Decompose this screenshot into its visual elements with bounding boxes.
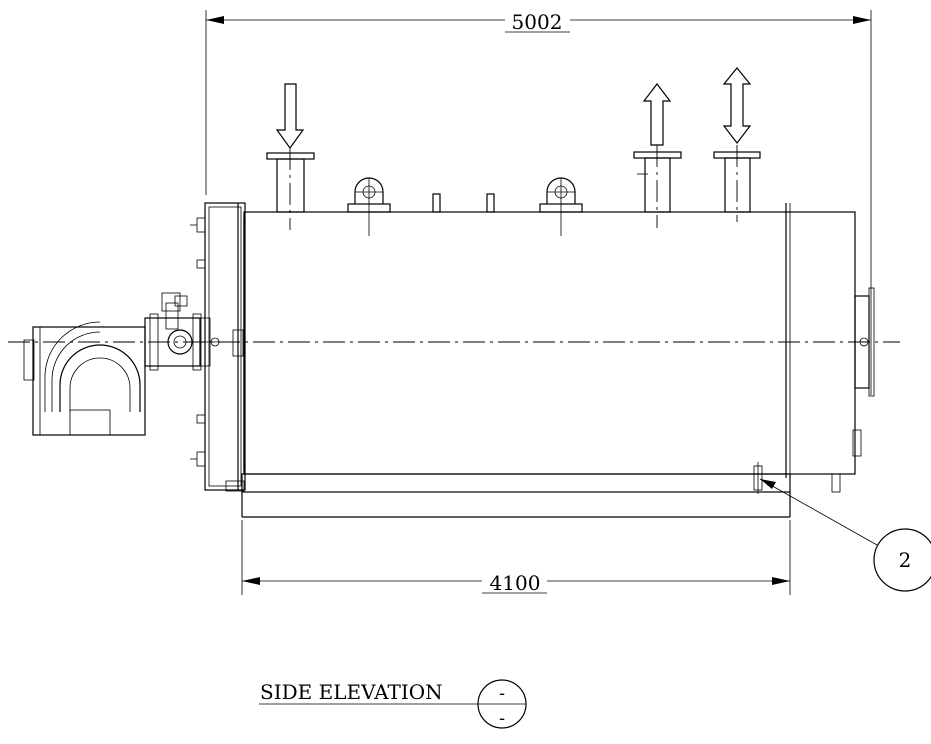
lifting-lug-1 — [347, 177, 391, 236]
base-dimension: 4100 — [241, 520, 791, 595]
socket-2 — [486, 193, 495, 213]
lifting-lug-2 — [539, 177, 583, 236]
section-symbol-top: - — [499, 683, 505, 704]
view-title: SIDE ELEVATION - - — [259, 679, 527, 729]
arrow-down-icon — [275, 83, 305, 150]
dimension-arrowhead-left — [242, 577, 260, 585]
burner — [23, 292, 234, 436]
boiler-shell — [243, 203, 856, 478]
base-frame — [225, 462, 791, 518]
section-symbol-bottom: - — [499, 708, 505, 729]
view-label-text: SIDE ELEVATION — [260, 680, 443, 704]
socket-1 — [432, 193, 441, 213]
top-nozzles — [266, 67, 761, 236]
dimension-arrowhead-right — [853, 16, 871, 24]
callout-2: 2 — [759, 478, 931, 592]
nozzle-inlet — [266, 83, 315, 230]
callout-number: 2 — [899, 548, 912, 572]
arrow-up-icon — [642, 83, 672, 146]
double-arrow-icon — [722, 67, 752, 144]
nozzle-outlet — [633, 83, 682, 228]
dimension-arrowhead-right — [772, 577, 790, 585]
rear-flue-outlet — [831, 287, 875, 493]
front-door — [190, 202, 246, 491]
callout-arrowhead — [760, 479, 776, 489]
base-length-label: 4100 — [490, 571, 541, 595]
overall-length-label: 5002 — [512, 10, 563, 34]
nozzle-safety — [713, 67, 761, 222]
dimension-arrowhead-left — [206, 16, 224, 24]
overall-dimension: 5002 — [205, 10, 872, 395]
